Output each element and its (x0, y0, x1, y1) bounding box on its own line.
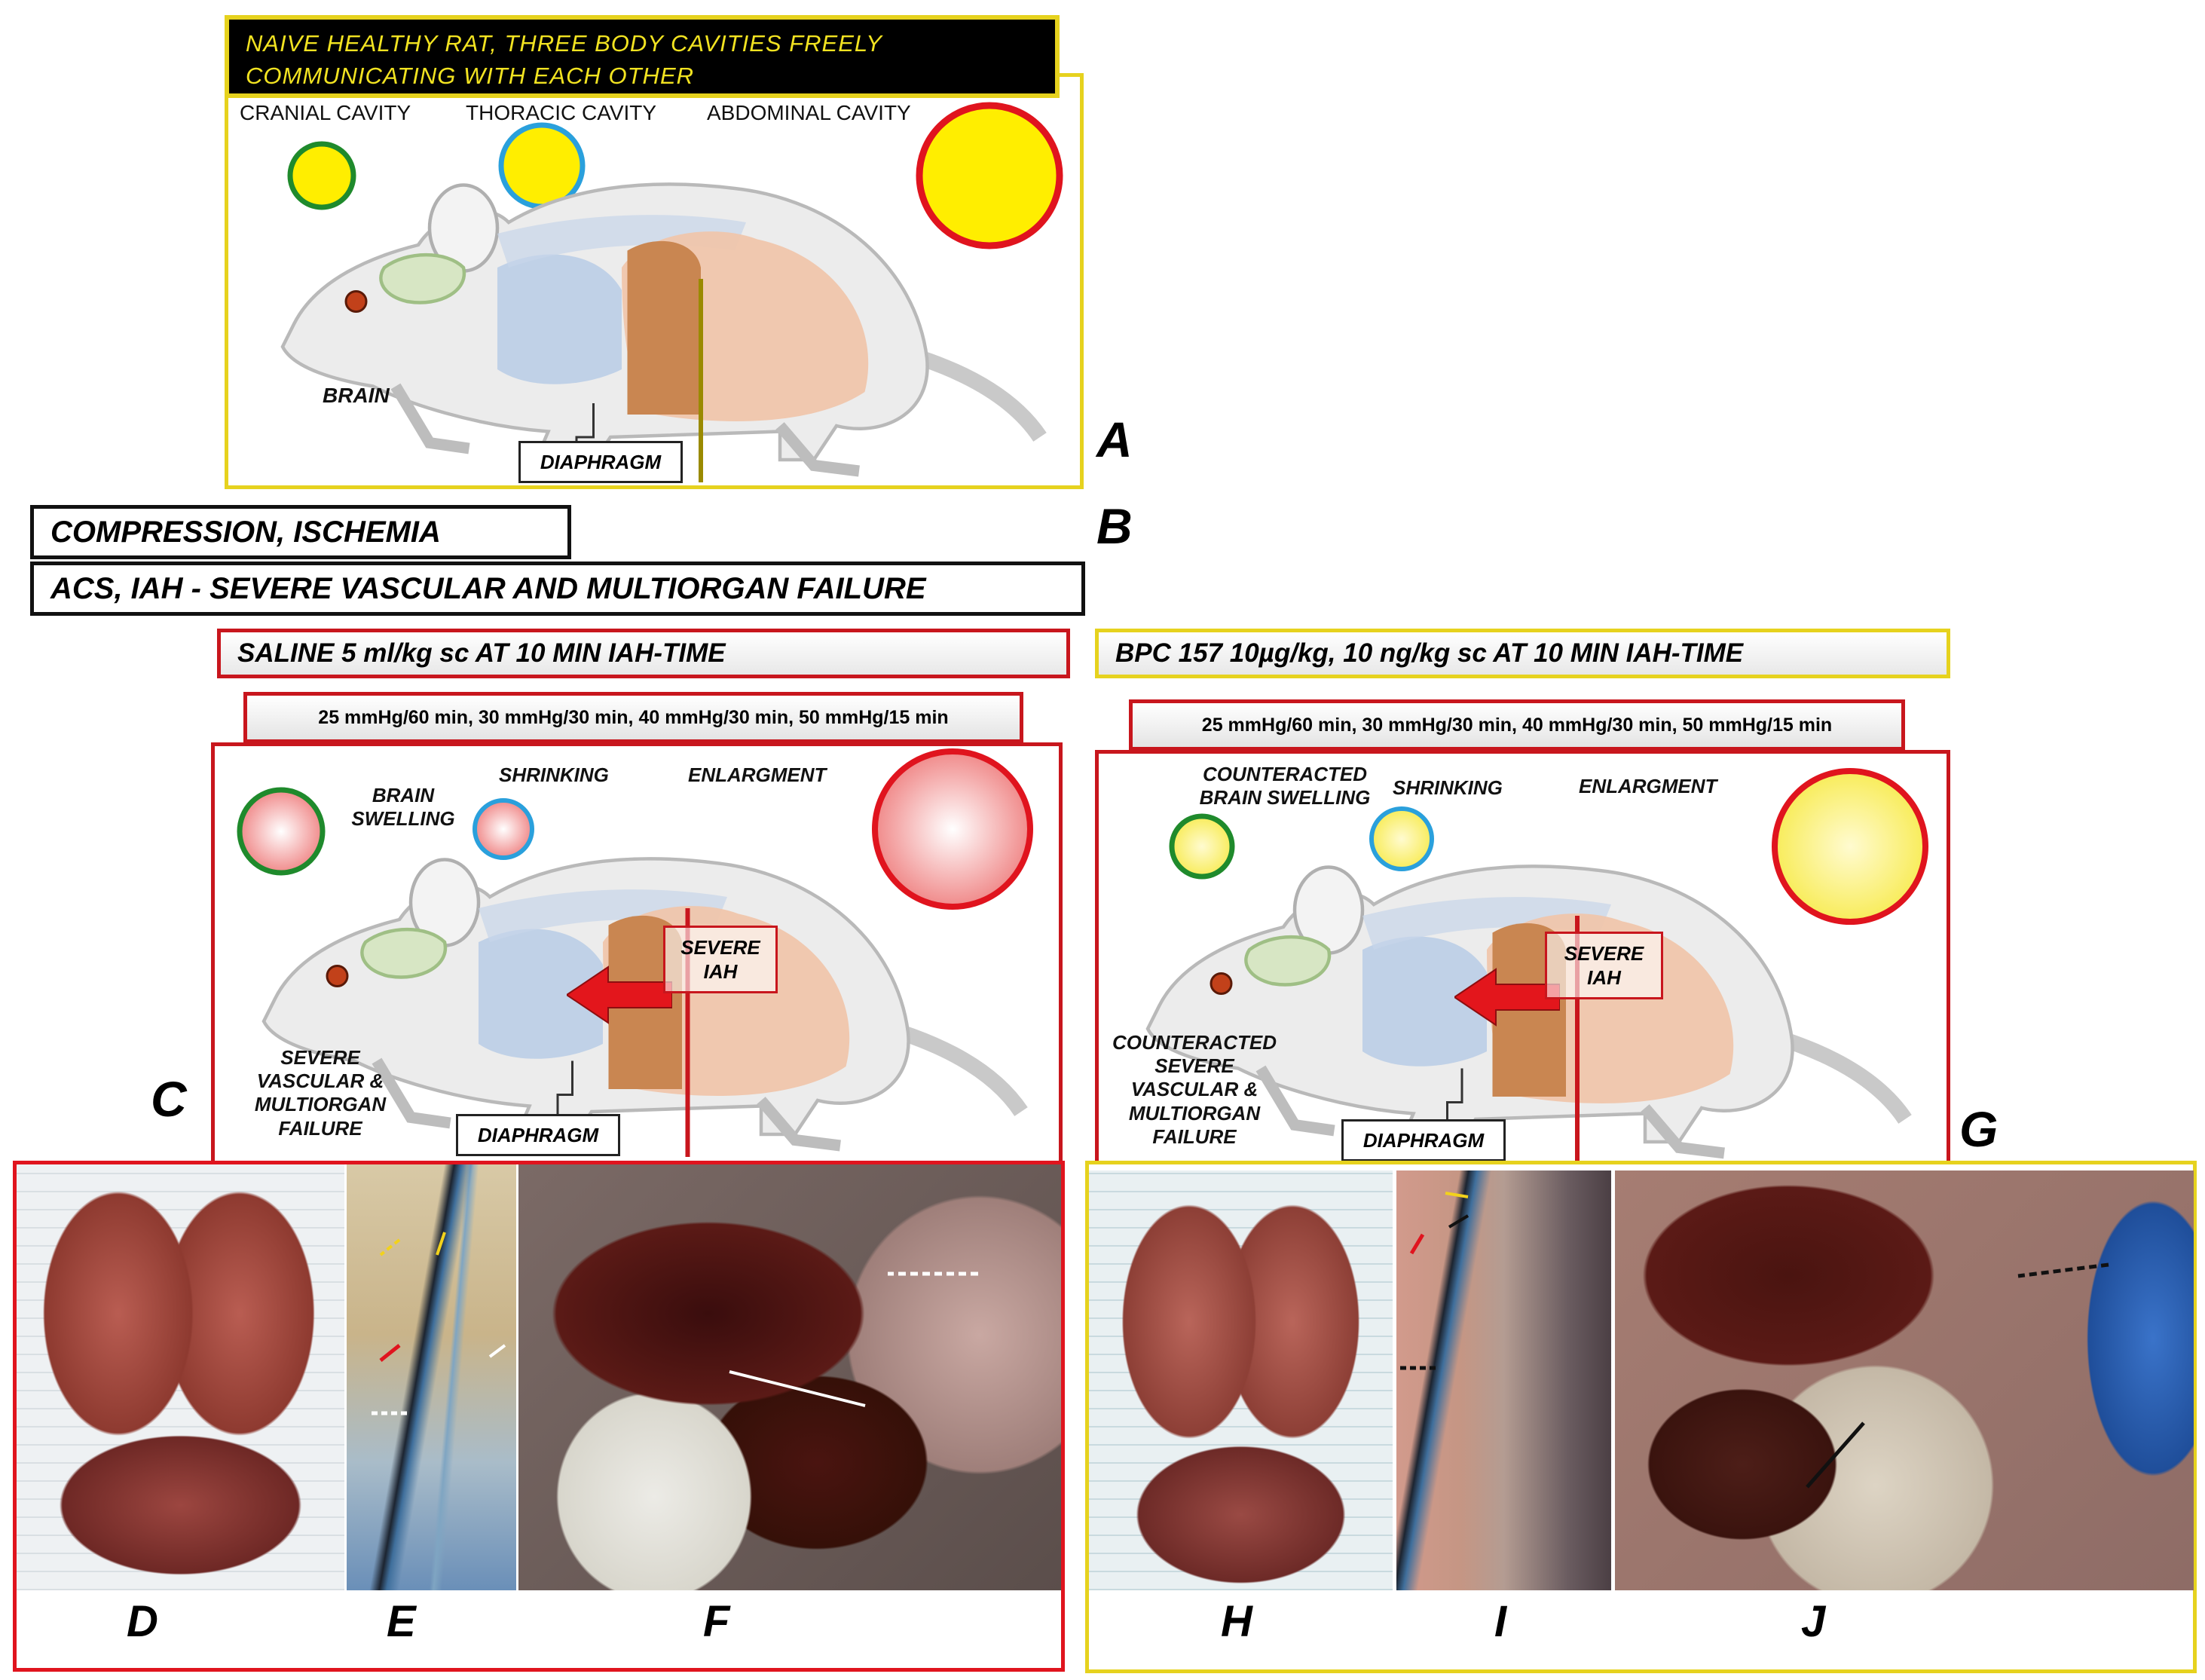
panel-g-failure-label: COUNTERACTED SEVERE VASCULAR & MULTIORGA… (1112, 1031, 1277, 1148)
panel-c-brain-swelling: BRAIN SWELLING (351, 784, 455, 831)
panel-c-compression-arrow (567, 965, 672, 1024)
panel-c-severe-iah-box: SEVERE IAH (663, 926, 778, 993)
panel-g-pressure-box: 25 mmHg/60 min, 30 mmHg/30 min, 40 mmHg/… (1129, 699, 1905, 751)
panel-c-shrinking: SHRINKING (499, 763, 609, 786)
photo-letter-e: E (387, 1597, 416, 1646)
panel-letter-c: C (151, 1071, 187, 1127)
panel-c-treatment-box: SALINE 5 ml/kg sc AT 10 MIN IAH-TIME (217, 629, 1070, 678)
panel-c-treatment-text: SALINE 5 ml/kg sc AT 10 MIN IAH-TIME (237, 638, 726, 668)
panel-c-pressure-text: 25 mmHg/60 min, 30 mmHg/30 min, 40 mmHg/… (318, 706, 949, 728)
photo-letter-f: F (703, 1597, 730, 1646)
panel-c-severe-iah: SEVERE IAH (680, 935, 760, 984)
cranial-cavity-circle (287, 141, 356, 210)
panel-c-pressure-box: 25 mmHg/60 min, 30 mmHg/30 min, 40 mmHg/… (243, 692, 1023, 743)
panel-g-enlargment: ENLARGMENT (1579, 775, 1717, 797)
panel-g-abdominal-circle (1772, 768, 1928, 925)
abdominal-cavity-circle (916, 102, 1063, 249)
panel-g-diaphragm-label: DIAPHRAGM (1362, 1128, 1485, 1152)
panel-b-box-1: COMPRESSION, ISCHEMIA (30, 505, 571, 559)
panel-a-diaphragm-box: DIAPHRAGM (518, 441, 683, 483)
panel-g-treatment-text: BPC 157 10µg/kg, 10 ng/kg sc AT 10 MIN I… (1115, 638, 1744, 668)
panel-b-box-2: ACS, IAH - SEVERE VASCULAR AND MULTIORGA… (30, 562, 1085, 616)
panel-c-diaphragm-label: DIAPHRAGM (477, 1123, 599, 1146)
photo-letter-i: I (1494, 1597, 1507, 1646)
photo-j-abdomen (1615, 1170, 2194, 1590)
panel-a-banner: NAIVE HEALTHY RAT, THREE BODY CAVITIES F… (225, 15, 1060, 98)
panel-c-failure-label: SEVERE VASCULAR & MULTIORGAN FAILURE (254, 1046, 387, 1140)
panel-g-thoracic-circle (1369, 806, 1434, 871)
panel-c-cavity-circles (237, 748, 1033, 910)
panel-g-severe-iah-box: SEVERE IAH (1545, 932, 1663, 999)
abdominal-cavity-label: ABDOMINAL CAVITY (707, 101, 911, 124)
photo-letter-j: J (1801, 1597, 1826, 1646)
photo-h-brain (1089, 1170, 1393, 1590)
panel-g-cavity-circles (1169, 768, 1928, 925)
photo-i-arrows (1400, 1192, 1469, 1370)
photo-e-arrows (369, 1232, 506, 1415)
panel-b-line-2: ACS, IAH - SEVERE VASCULAR AND MULTIORGA… (50, 571, 926, 605)
photo-f-arrows (729, 1271, 978, 1407)
panel-g-brain-swelling: COUNTERACTED BRAIN SWELLING (1199, 763, 1371, 809)
panel-c-cranial-circle (237, 787, 326, 876)
panel-g-treatment-box: BPC 157 10µg/kg, 10 ng/kg sc AT 10 MIN I… (1095, 629, 1950, 678)
photo-f-abdomen (518, 1164, 1061, 1590)
photo-letter-h: H (1221, 1597, 1252, 1646)
panel-g-cranial-circle (1169, 813, 1235, 880)
photo-i-vessels (1396, 1170, 1611, 1590)
photo-letter-d: D (127, 1597, 158, 1646)
panel-letter-b: B (1096, 498, 1133, 554)
panel-letter-a: A (1096, 412, 1133, 467)
panel-c-abdominal-circle (872, 748, 1033, 910)
panel-c-thoracic-circle (472, 798, 534, 860)
photo-e-vessels (347, 1164, 516, 1590)
panel-g-diaphragm-box: DIAPHRAGM (1341, 1119, 1506, 1161)
panel-g-severe-iah: SEVERE IAH (1564, 941, 1644, 990)
panel-letter-g: G (1959, 1101, 1999, 1157)
panel-g-compression-arrow (1454, 968, 1560, 1027)
panel-g-pressure-text: 25 mmHg/60 min, 30 mmHg/30 min, 40 mmHg/… (1201, 714, 1833, 736)
brain-label: BRAIN (323, 384, 390, 407)
photo-d-brain (17, 1164, 344, 1590)
panel-c-enlargment: ENLARGMENT (688, 763, 827, 786)
panel-c-diaphragm-box: DIAPHRAGM (456, 1114, 620, 1156)
panel-a-diaphragm-label: DIAPHRAGM (540, 450, 662, 473)
cranial-cavity-label: CRANIAL CAVITY (240, 101, 411, 124)
panel-b-line-1: COMPRESSION, ISCHEMIA (50, 515, 441, 549)
panel-a-cavity-circles (287, 102, 1063, 249)
photo-j-arrows (1806, 1262, 2109, 1489)
panel-g-shrinking: SHRINKING (1393, 776, 1503, 799)
panel-a-banner-text: NAIVE HEALTHY RAT, THREE BODY CAVITIES F… (246, 30, 882, 90)
thoracic-cavity-label: THORACIC CAVITY (466, 101, 657, 124)
